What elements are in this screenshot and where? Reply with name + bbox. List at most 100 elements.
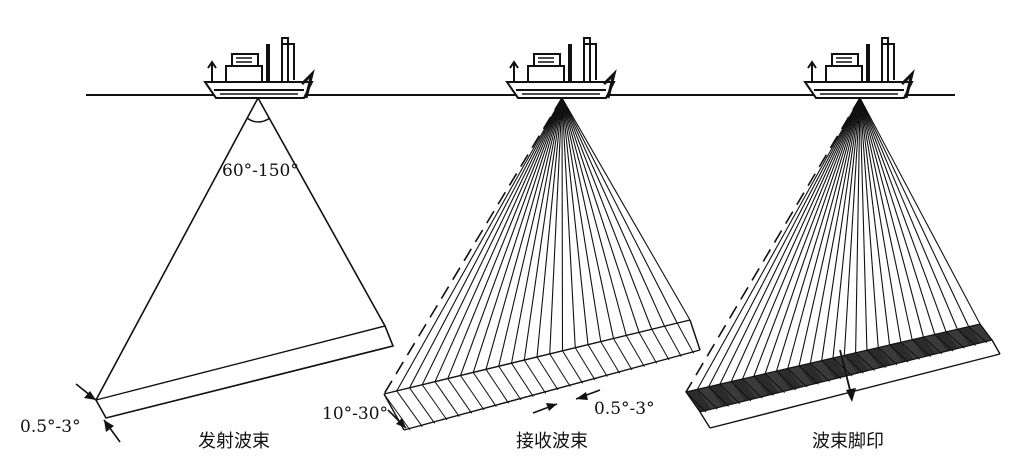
swath-cell-divider — [651, 329, 670, 361]
transmit-angle-arc — [246, 117, 271, 123]
swath-cell-divider — [434, 381, 460, 417]
beam-ray — [787, 97, 861, 369]
beam-ray — [730, 97, 861, 382]
swath-cell-divider — [664, 325, 682, 357]
receive-caption: 接收波束 — [516, 431, 588, 452]
beam-ray — [859, 97, 947, 333]
swath-cell-divider — [832, 357, 853, 377]
swath-cell-divider — [866, 349, 887, 369]
swath-cell-divider — [511, 362, 534, 397]
swath-cell-divider — [798, 365, 819, 385]
receive-fan-boundary — [383, 97, 563, 395]
beam-ray — [472, 97, 563, 373]
beam-ray — [561, 97, 640, 333]
footprint-cell — [731, 378, 757, 401]
beam-ray — [859, 97, 902, 343]
swath-cell-divider — [776, 370, 797, 391]
swath-cell-divider — [447, 378, 473, 414]
swath-cell-divider — [979, 323, 993, 341]
arrow-head — [846, 388, 856, 402]
swath-cell-divider — [900, 341, 920, 360]
swath-cell-divider — [396, 390, 423, 427]
swath-cell-divider — [968, 326, 988, 344]
beam-ray — [561, 97, 564, 351]
beam-ray — [561, 97, 589, 345]
swath-cell-divider — [945, 331, 965, 349]
swath-cell-divider — [562, 350, 584, 384]
beam-ray — [409, 97, 563, 389]
beam-ray — [753, 97, 861, 377]
receive-beam-width-label: 0.5°-3° — [594, 399, 655, 419]
swath-cell-divider — [753, 375, 774, 396]
swath-cell-divider — [810, 362, 830, 382]
swath-cell-divider — [574, 347, 596, 381]
transmit-caption: 发射波束 — [198, 431, 270, 452]
swath-cell-divider — [549, 353, 571, 387]
beam-ray — [859, 97, 958, 330]
beam-ray — [809, 97, 861, 364]
arrow-head — [396, 418, 406, 428]
swath-cell-divider — [730, 381, 752, 402]
beam-ray — [536, 97, 563, 358]
beam-ray — [859, 97, 981, 325]
swath-cell-divider — [625, 335, 645, 367]
swath-cell-divider — [877, 347, 898, 366]
footprint-cell — [957, 326, 981, 346]
transmit-thickness-label: 0.5°-3° — [20, 417, 81, 437]
arrow-head — [546, 403, 557, 411]
footprint-cell — [799, 363, 824, 385]
ship-icon — [505, 36, 616, 100]
beam-ray — [510, 97, 563, 364]
transmit-beam-inner-edge — [95, 325, 386, 401]
footprint-cell — [912, 337, 936, 357]
footprint-cell — [889, 342, 914, 363]
swath-cell-divider — [957, 328, 976, 346]
beam-ray — [498, 97, 563, 367]
beam-ray — [764, 97, 861, 374]
footprint-cell — [934, 331, 959, 352]
swath-cell-divider — [485, 369, 510, 404]
swath-cell-divider — [472, 372, 497, 407]
beam-ray — [855, 97, 861, 353]
swath-cell-divider — [855, 352, 875, 371]
ship-icon — [203, 36, 314, 100]
swath-cell-divider — [787, 368, 808, 388]
beam-ray — [459, 97, 563, 376]
beam-ray — [859, 97, 891, 345]
footprint-cell — [866, 347, 891, 368]
swath-cell-divider — [498, 365, 522, 401]
swath-cell-divider — [708, 386, 729, 407]
beam-ray — [798, 97, 861, 366]
swath-cell-divider — [460, 375, 485, 411]
beam-ray — [859, 97, 868, 351]
footprint-cell — [753, 373, 779, 396]
footprint-panel: 波束脚印 — [684, 97, 1001, 452]
beam-ray — [421, 97, 563, 385]
arrow-head — [576, 392, 588, 400]
swath-cell-divider — [821, 360, 842, 380]
footprint-cell — [776, 368, 802, 390]
beam-ray — [742, 97, 861, 380]
beam-ray — [485, 97, 563, 370]
beam-ray — [561, 97, 691, 321]
beam-ray — [549, 97, 563, 354]
beam-ray — [561, 97, 627, 336]
swath-cell-divider — [421, 384, 448, 421]
transmit-angle-label: 60°-150° — [222, 161, 299, 181]
footprint-fan-boundary — [685, 97, 861, 393]
beam-ray — [832, 97, 861, 359]
beam-ray — [696, 97, 861, 390]
footprint-caption: 波束脚印 — [812, 431, 884, 452]
beam-ray — [561, 97, 678, 324]
beam-ray — [434, 97, 563, 382]
transmit-beam-panel: 60°-150° 0.5°-3° 发射波束 — [20, 97, 395, 452]
swath-cell-divider — [383, 393, 411, 431]
beam-ray — [843, 97, 861, 356]
beam-ray — [523, 97, 563, 361]
beam-ray — [447, 97, 563, 379]
beam-ray — [396, 97, 563, 392]
swath-cell-divider — [587, 344, 608, 377]
beam-ray — [708, 97, 861, 388]
beam-ray — [821, 97, 861, 361]
swath-cell-divider — [409, 387, 436, 424]
